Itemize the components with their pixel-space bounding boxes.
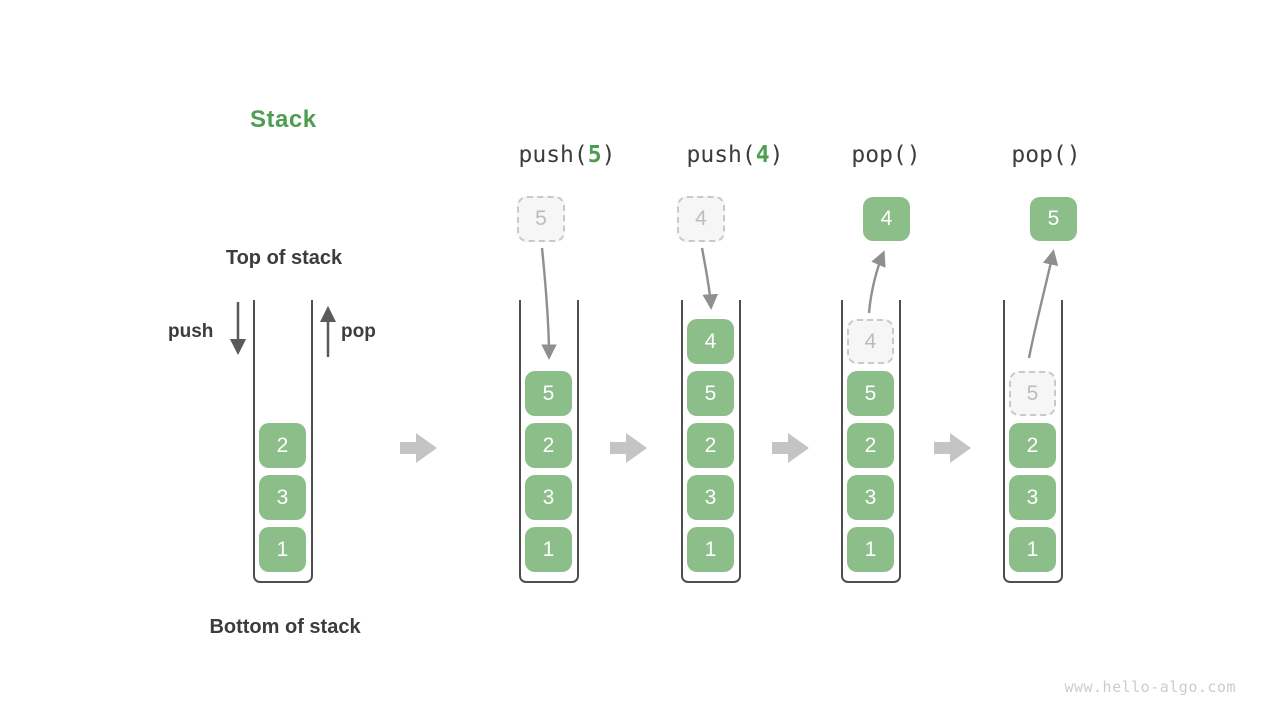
stack-cell: 4 bbox=[687, 319, 734, 364]
push-4-flow-arrow bbox=[700, 247, 719, 310]
stack-cell: 5 bbox=[847, 371, 894, 416]
operation-label-pop-1: pop() bbox=[851, 142, 920, 168]
removed-cell-ghost: 5 bbox=[1009, 371, 1056, 416]
popped-value-box-5: 5 bbox=[1030, 197, 1077, 241]
op-text: pop() bbox=[851, 142, 921, 168]
stack-container-initial: 2 3 1 bbox=[253, 300, 313, 583]
stack-cell: 5 bbox=[687, 371, 734, 416]
op-text: ) bbox=[601, 142, 616, 168]
top-of-stack-label: Top of stack bbox=[225, 247, 343, 269]
stack-cell: 1 bbox=[259, 527, 306, 572]
stack-cell: 1 bbox=[687, 527, 734, 572]
stack-cell: 3 bbox=[1009, 475, 1056, 520]
op-text: pop() bbox=[1011, 142, 1081, 168]
incoming-value-box-5: 5 bbox=[517, 196, 565, 242]
op-text: push( bbox=[518, 142, 588, 168]
popped-value-box-4: 4 bbox=[863, 197, 910, 241]
incoming-value-box-4: 4 bbox=[677, 196, 725, 242]
stack-container-after-push-5: 5 2 3 1 bbox=[519, 300, 579, 583]
stack-cell: 2 bbox=[1009, 423, 1056, 468]
stack-cell: 2 bbox=[259, 423, 306, 468]
operation-label-push-5: push(5) bbox=[519, 142, 616, 168]
push-label: push bbox=[168, 321, 214, 342]
stack-container-after-pop-1: 4 5 2 3 1 bbox=[841, 300, 901, 583]
stack-cell: 3 bbox=[847, 475, 894, 520]
stack-cell: 1 bbox=[1009, 527, 1056, 572]
page-title: Stack bbox=[250, 106, 317, 133]
operation-label-push-4: push(4) bbox=[687, 142, 784, 168]
op-arg: 4 bbox=[755, 142, 770, 168]
pop-label: pop bbox=[341, 321, 376, 342]
stack-cell: 3 bbox=[687, 475, 734, 520]
stack-cell: 2 bbox=[525, 423, 572, 468]
bottom-of-stack-label: Bottom of stack bbox=[209, 616, 361, 638]
stack-cell: 2 bbox=[687, 423, 734, 468]
stack-cell: 1 bbox=[525, 527, 572, 572]
stack-cell: 3 bbox=[525, 475, 572, 520]
stack-cell: 2 bbox=[847, 423, 894, 468]
op-text: push( bbox=[686, 142, 756, 168]
operation-label-pop-2: pop() bbox=[1011, 142, 1080, 168]
stack-cell: 5 bbox=[525, 371, 572, 416]
op-arg: 5 bbox=[587, 142, 602, 168]
stack-container-after-push-4: 4 5 2 3 1 bbox=[681, 300, 741, 583]
watermark: www.hello-algo.com bbox=[1064, 678, 1236, 696]
removed-cell-ghost: 4 bbox=[847, 319, 894, 364]
stack-container-after-pop-2: 5 2 3 1 bbox=[1003, 300, 1063, 583]
stack-cell: 1 bbox=[847, 527, 894, 572]
op-text: ) bbox=[769, 142, 784, 168]
stack-cell: 3 bbox=[259, 475, 306, 520]
